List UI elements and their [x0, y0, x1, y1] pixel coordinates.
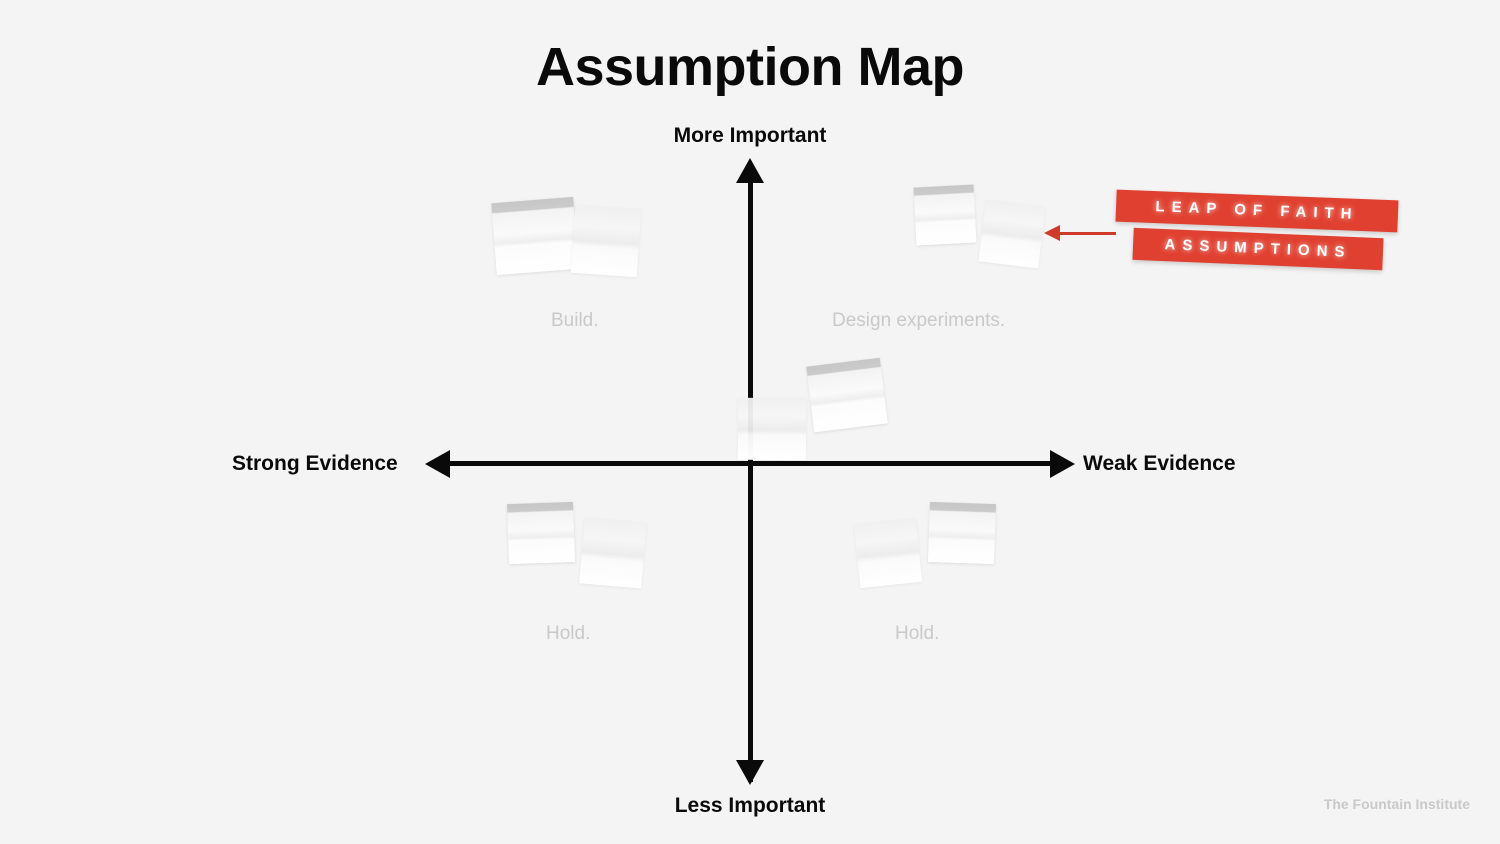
sticky-note	[737, 397, 807, 461]
axis-label-less-important: Less Important	[674, 794, 826, 817]
axis-label-weak-evidence: Weak Evidence	[1083, 452, 1236, 475]
axis-label-more-important: More Important	[673, 124, 827, 147]
horizontal-axis-line	[436, 461, 1060, 466]
sticky-note	[927, 501, 997, 565]
callout-label-line2: ASSUMPTIONS	[1132, 227, 1384, 271]
sticky-note	[579, 517, 647, 589]
quadrant-caption-design-experiments: Design experiments.	[832, 310, 1006, 331]
callout-arrow-line	[1058, 232, 1116, 235]
sticky-note	[853, 517, 923, 589]
axis-arrow-right-icon	[1050, 450, 1075, 478]
vertical-axis-line	[748, 178, 753, 782]
callout-label-line1: LEAP OF FAITH	[1115, 189, 1399, 233]
sticky-note	[978, 199, 1046, 269]
axis-label-strong-evidence: Strong Evidence	[232, 452, 398, 475]
axis-arrow-up-icon	[736, 158, 764, 183]
quadrant-caption-hold-right: Hold.	[895, 623, 940, 644]
sticky-note	[570, 204, 642, 278]
quadrant-caption-hold-left: Hold.	[546, 623, 591, 644]
sticky-note	[506, 501, 576, 565]
page-title: Assumption Map	[535, 37, 965, 97]
sticky-note	[491, 196, 579, 276]
quadrant-caption-build: Build.	[551, 310, 599, 331]
sticky-note	[913, 184, 977, 246]
axis-arrow-down-icon	[736, 760, 764, 785]
axis-arrow-left-icon	[425, 450, 450, 478]
callout-arrow-head-icon	[1044, 225, 1060, 241]
sticky-note	[806, 357, 888, 433]
footer-watermark: The Fountain Institute	[1323, 796, 1470, 812]
